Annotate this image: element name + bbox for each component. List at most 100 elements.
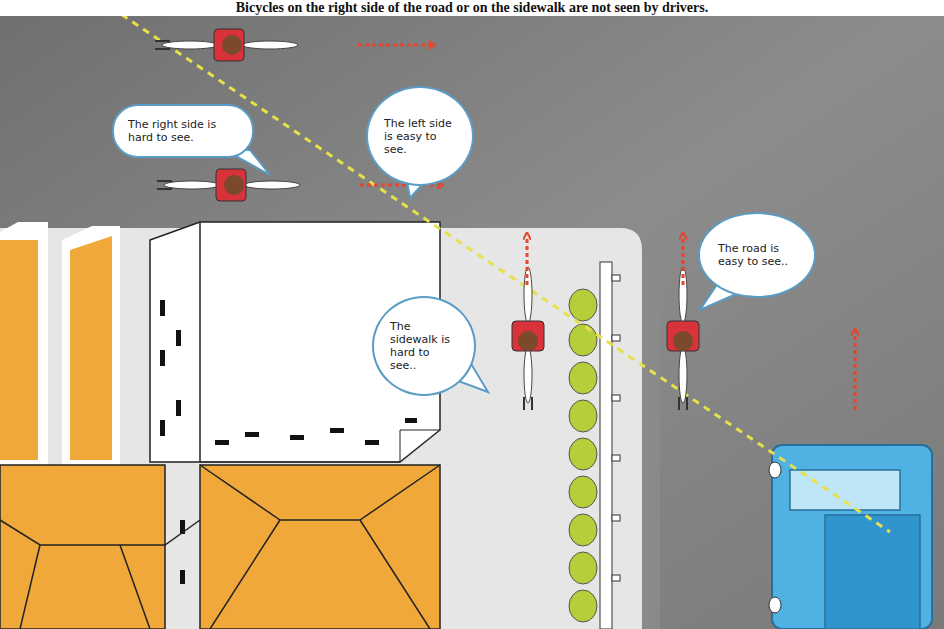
- bubble-content: The left side is easy to see.: [384, 117, 456, 156]
- title-band: Bicycles on the right side of the road o…: [0, 0, 944, 16]
- illustration-line: [157, 180, 172, 182]
- illustration-g: [612, 275, 620, 581]
- illustration-rect: [176, 330, 181, 346]
- illustration-rect: [0, 465, 165, 629]
- illustration-line: [678, 397, 680, 410]
- bubble-text: The right side is hard to see.: [128, 118, 238, 144]
- illustration-ellipse: [164, 181, 220, 189]
- illustration-rect: [667, 321, 699, 351]
- roof: [0, 465, 440, 629]
- illustration-ellipse: [569, 590, 597, 622]
- illustration-ellipse: [569, 552, 597, 584]
- illustration-rect: [612, 395, 620, 401]
- illustration-ellipse: [242, 41, 298, 49]
- car: [769, 445, 932, 629]
- illustration-ellipse: [569, 438, 597, 470]
- illustration-rect: [612, 455, 620, 461]
- building-side: [0, 240, 38, 460]
- illustration-circle: [224, 175, 244, 195]
- speech-bubble: The sidewalk is hard to see..: [372, 296, 476, 396]
- title: Bicycles on the right side of the road o…: [0, 0, 944, 16]
- sight-line: [100, 0, 890, 532]
- illustration-ellipse: [524, 347, 532, 403]
- illustration-ellipse: [569, 514, 597, 546]
- road-strip: [642, 250, 660, 629]
- bubble-text: The sidewalk is hard to see..: [390, 320, 458, 372]
- illustration-ellipse: [569, 324, 597, 356]
- illustration-polyline: [0, 520, 200, 545]
- illustration-rect: [160, 350, 165, 366]
- illustration-rect: [512, 321, 544, 351]
- illustration-ellipse: [769, 462, 781, 478]
- illustration-rect: [216, 169, 246, 201]
- illustration-line: [686, 397, 688, 410]
- illustration-rect: [612, 515, 620, 521]
- bubble-content: The road is easy to see..: [718, 242, 796, 268]
- illustration-line: [526, 236, 529, 285]
- bubble-tails: [225, 150, 745, 392]
- shrubs: [569, 289, 597, 622]
- illustration-rect: [330, 428, 344, 433]
- building: [0, 222, 48, 470]
- illustration-rect: [160, 300, 165, 316]
- illustration-rect: [160, 420, 165, 436]
- illustration-ellipse: [769, 597, 781, 613]
- illustration-circle: [673, 331, 693, 351]
- illustration-line: [682, 236, 685, 285]
- illustration-rect: [245, 432, 259, 437]
- illustration-ellipse: [569, 362, 597, 394]
- illustration-rect: [180, 570, 185, 584]
- illustration-line: [157, 188, 172, 190]
- illustration-ellipse: [569, 289, 597, 321]
- illustration-circle: [222, 35, 242, 55]
- illustration-rect: [612, 335, 620, 341]
- illustration-line: [155, 48, 170, 50]
- speech-bubble: The left side is easy to see.: [366, 86, 474, 186]
- bubble-text: The road is easy to see..: [718, 242, 796, 268]
- illustration-rect: [405, 418, 417, 423]
- illustration-ellipse: [244, 181, 300, 189]
- illustration-rect: [825, 515, 920, 629]
- motion-arrows: [358, 45, 855, 410]
- illustration-rect: [200, 465, 440, 629]
- bubble-content: The right side is hard to see.: [128, 118, 238, 144]
- illustration-line: [523, 397, 525, 410]
- building: [62, 226, 120, 470]
- illustration-line: [155, 40, 170, 42]
- illustration-rect: [600, 262, 612, 629]
- fence: [600, 262, 620, 629]
- illustration-polyline: [200, 465, 440, 520]
- illustration-line: [120, 545, 150, 629]
- illustration-circle: [518, 331, 538, 351]
- illustration-rect: [365, 440, 379, 445]
- bubble-content: The sidewalk is hard to see..: [390, 320, 458, 372]
- illustration-rect: [215, 440, 229, 445]
- bicycle: [157, 169, 300, 201]
- bicycle: [667, 267, 699, 410]
- illustration-ellipse: [569, 400, 597, 432]
- illustration-rect: [290, 435, 304, 440]
- bubble-text: The left side is easy to see.: [384, 117, 456, 156]
- illustration-rect: [214, 29, 244, 61]
- speech-bubble: The right side is hard to see.: [112, 104, 254, 158]
- illustration-ellipse: [162, 41, 218, 49]
- illustration-line: [210, 520, 280, 629]
- building-edge: [199, 222, 201, 462]
- illustration-line: [358, 44, 432, 47]
- building-side: [70, 236, 112, 460]
- building-edge: [200, 430, 440, 462]
- illustration-line: [360, 520, 430, 629]
- illustration-ellipse: [679, 347, 687, 403]
- bicycle: [155, 29, 298, 61]
- illustration-line: [854, 332, 857, 410]
- illustration-rect: [612, 575, 620, 581]
- illustration-rect: [176, 400, 181, 416]
- illustration-ellipse: [569, 476, 597, 508]
- illustration-line: [20, 545, 40, 629]
- illustration-rect: [772, 445, 932, 629]
- bicycle: [512, 267, 544, 410]
- speech-bubble: The road is easy to see..: [698, 212, 816, 298]
